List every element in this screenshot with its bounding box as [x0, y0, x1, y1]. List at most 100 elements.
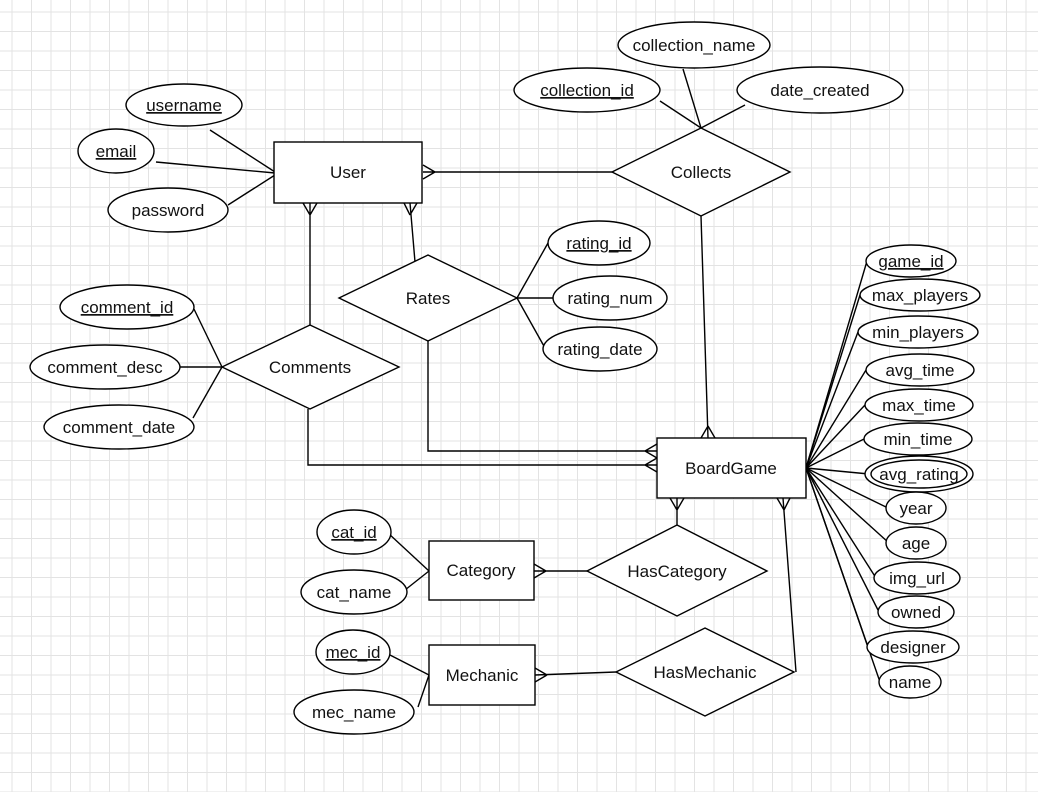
- edge-user-collects: [422, 164, 612, 180]
- attribute-age-label: age: [902, 534, 930, 553]
- edge-avg-time: [805, 369, 867, 469]
- edge-cat-name-category: [404, 570, 430, 591]
- attribute-owned[interactable]: owned: [877, 595, 955, 629]
- entity-category-label: Category: [447, 561, 516, 580]
- edge-username-user: [209, 129, 276, 173]
- edge-age: [805, 467, 890, 544]
- edge-comment-date-comments: [192, 366, 223, 419]
- attribute-comment-date-label: comment_date: [63, 418, 175, 437]
- attribute-avg-time-label: avg_time: [886, 361, 955, 380]
- attribute-collection-name[interactable]: collection_name: [617, 21, 771, 69]
- edge-rating-id-rates: [516, 242, 549, 299]
- attribute-comment-id[interactable]: comment_id: [59, 284, 195, 330]
- edge-date-created-collects: [700, 104, 746, 129]
- edge-hascategory-boardgame: [669, 497, 685, 525]
- edge-hasmechanic-boardgame: [776, 497, 797, 673]
- edge-comment-id-comments: [192, 306, 223, 368]
- edge-category-hascategory: [533, 563, 587, 579]
- attribute-date-created-label: date_created: [770, 81, 869, 100]
- attribute-collection-id[interactable]: collection_id: [513, 67, 661, 113]
- attribute-username[interactable]: username: [125, 83, 243, 127]
- edge-collection-id-collects: [659, 100, 702, 129]
- attribute-mec-name[interactable]: mec_name: [293, 689, 415, 735]
- attribute-cat-id[interactable]: cat_id: [316, 509, 392, 555]
- relationship-hasmechanic-label: HasMechanic: [654, 663, 757, 682]
- attribute-avg-rating-label: avg_rating: [879, 465, 958, 484]
- edge-password-user: [227, 174, 276, 206]
- entity-boardgame[interactable]: BoardGame: [656, 437, 807, 499]
- attribute-rating-num-label: rating_num: [567, 289, 652, 308]
- edge-email-user: [155, 161, 276, 174]
- attribute-mec-id[interactable]: mec_id: [315, 629, 391, 675]
- relationship-hascategory[interactable]: HasCategory: [585, 524, 769, 617]
- attribute-email[interactable]: email: [77, 128, 155, 174]
- edge-max-time: [805, 404, 866, 469]
- attribute-avg-time[interactable]: avg_time: [865, 353, 975, 387]
- attribute-rating-date-label: rating_date: [557, 340, 642, 359]
- attribute-cat-name-label: cat_name: [317, 583, 392, 602]
- attribute-comment-desc[interactable]: comment_desc: [29, 344, 181, 390]
- edge-year: [805, 467, 889, 509]
- attribute-img-url[interactable]: img_url: [873, 561, 961, 595]
- entity-category[interactable]: Category: [428, 540, 535, 601]
- entity-mechanic-label: Mechanic: [446, 666, 519, 685]
- attribute-age[interactable]: age: [885, 526, 947, 560]
- edge-comments-user: [302, 202, 318, 325]
- attribute-name[interactable]: name: [878, 665, 942, 699]
- edge-rates-boardgame: [427, 341, 658, 459]
- entity-mechanic[interactable]: Mechanic: [428, 644, 536, 706]
- relationship-comments[interactable]: Comments: [220, 324, 401, 410]
- attribute-comment-date[interactable]: comment_date: [43, 404, 195, 450]
- attribute-avg-rating[interactable]: avg_rating: [864, 455, 974, 493]
- attribute-max-time[interactable]: max_time: [864, 388, 974, 422]
- attribute-max-time-label: max_time: [882, 396, 956, 415]
- edge-collects-boardgame: [700, 215, 716, 439]
- attribute-max-players-label: max_players: [872, 286, 968, 305]
- attribute-designer[interactable]: designer: [866, 630, 960, 664]
- edge-mec-name-mechanic: [417, 674, 430, 708]
- attribute-name-label: name: [889, 673, 932, 692]
- attribute-rating-id-label: rating_id: [566, 234, 631, 253]
- relationship-collects-label: Collects: [671, 163, 731, 182]
- attribute-collection-id-label: collection_id: [540, 81, 634, 100]
- edge-comments-boardgame: [307, 409, 658, 473]
- attribute-max-players[interactable]: max_players: [859, 278, 981, 312]
- attribute-min-time[interactable]: min_time: [863, 422, 973, 456]
- attribute-game-id-label: game_id: [878, 252, 943, 271]
- attribute-year[interactable]: year: [885, 491, 947, 525]
- edge-avg-rating: [805, 467, 870, 475]
- edge-rating-date-rates: [516, 297, 546, 349]
- relationship-comments-label: Comments: [269, 358, 351, 377]
- relationship-hascategory-label: HasCategory: [627, 562, 727, 581]
- relationship-rates-label: Rates: [406, 289, 450, 308]
- attribute-game-id[interactable]: game_id: [865, 244, 957, 278]
- attribute-cat-name[interactable]: cat_name: [300, 569, 408, 615]
- attribute-username-label: username: [146, 96, 222, 115]
- attribute-rating-num[interactable]: rating_num: [552, 275, 668, 321]
- attribute-cat-id-label: cat_id: [331, 523, 376, 542]
- attribute-email-label: email: [96, 142, 137, 161]
- entity-user-label: User: [330, 163, 366, 182]
- attribute-owned-label: owned: [891, 603, 941, 622]
- edge-collection-name-collects: [682, 68, 702, 129]
- edge-cat-id-category: [387, 532, 430, 572]
- connectors: [155, 68, 890, 708]
- attribute-rating-id[interactable]: rating_id: [547, 220, 651, 266]
- attribute-date-created[interactable]: date_created: [736, 66, 904, 114]
- relationship-collects[interactable]: Collects: [610, 127, 792, 217]
- attribute-mec-name-label: mec_name: [312, 703, 396, 722]
- relationship-rates[interactable]: Rates: [337, 254, 519, 342]
- entity-user[interactable]: User: [273, 141, 423, 204]
- edge-owned: [805, 467, 880, 613]
- edge-max-players: [805, 294, 861, 469]
- attribute-password-label: password: [132, 201, 205, 220]
- relationship-hasmechanic[interactable]: HasMechanic: [614, 627, 796, 717]
- attribute-password[interactable]: password: [107, 187, 229, 233]
- edge-img-url: [805, 467, 877, 579]
- edge-min-time: [805, 438, 865, 469]
- edge-rates-user: [403, 202, 418, 263]
- attribute-min-players[interactable]: min_players: [857, 315, 979, 349]
- attribute-img-url-label: img_url: [889, 569, 945, 588]
- attribute-rating-date[interactable]: rating_date: [542, 326, 658, 372]
